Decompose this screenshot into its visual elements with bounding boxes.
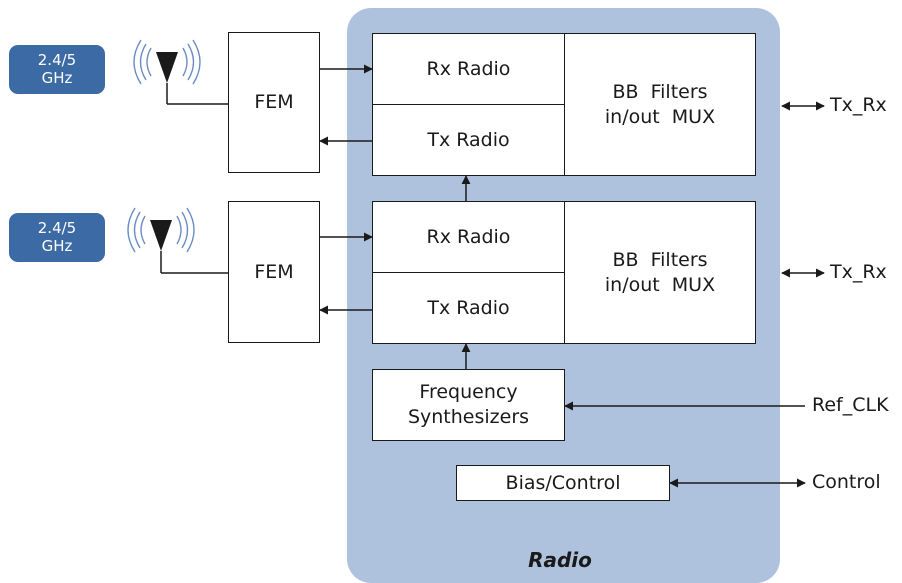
antenna-icon-top xyxy=(133,39,201,104)
antenna-icon-bottom xyxy=(127,207,195,273)
radio-label: Radio xyxy=(528,548,592,572)
signal-waves-icon-top xyxy=(133,39,201,85)
badge-top-line1: 2.4/5 xyxy=(37,51,77,70)
fem-block-top: FEM xyxy=(228,32,320,173)
txrx-top-label: Tx_Rx xyxy=(830,94,887,116)
bb-filters-2-line1: BB Filters xyxy=(612,248,708,271)
tx-radio-block-1: Tx Radio xyxy=(372,104,565,176)
frequency-badge-bottom: 2.4/5 GHz xyxy=(9,213,105,262)
tx-radio-block-2: Tx Radio xyxy=(372,272,565,344)
tx-radio-1-label: Tx Radio xyxy=(427,128,510,151)
frequency-synthesizers-block: Frequency Synthesizers xyxy=(372,369,565,441)
ref-clk-label: Ref_CLK xyxy=(812,394,889,416)
txrx-bottom-label: Tx_Rx xyxy=(830,261,887,283)
badge-bottom-line2: GHz xyxy=(41,236,73,255)
frequency-badge-top: 2.4/5 GHz xyxy=(9,45,105,94)
fem-block-bottom: FEM xyxy=(228,201,320,343)
bb-filters-block-2: BB Filters in/out MUX xyxy=(564,201,756,344)
bb-filters-1-line1: BB Filters xyxy=(612,80,708,103)
bias-control-label: Bias/Control xyxy=(505,471,621,494)
badge-top-line2: GHz xyxy=(41,68,73,87)
rx-radio-1-label: Rx Radio xyxy=(426,57,511,80)
bb-filters-2-line2: in/out MUX xyxy=(604,273,716,296)
bb-filters-block-1: BB Filters in/out MUX xyxy=(564,33,756,176)
rx-radio-2-label: Rx Radio xyxy=(426,225,511,248)
bias-control-block: Bias/Control xyxy=(456,465,670,501)
signal-waves-icon-bottom xyxy=(127,207,195,253)
tx-radio-2-label: Tx Radio xyxy=(427,296,510,319)
bb-filters-1-line2: in/out MUX xyxy=(604,105,716,128)
synth-line2: Synthesizers xyxy=(407,406,530,428)
rx-radio-block-1: Rx Radio xyxy=(372,33,565,105)
synth-line1: Frequency xyxy=(419,381,518,404)
fem-top-label: FEM xyxy=(254,91,294,114)
fem-bottom-label: FEM xyxy=(254,260,294,283)
rx-radio-block-2: Rx Radio xyxy=(372,201,565,273)
control-label: Control xyxy=(812,471,881,493)
badge-bottom-line1: 2.4/5 xyxy=(37,219,77,238)
